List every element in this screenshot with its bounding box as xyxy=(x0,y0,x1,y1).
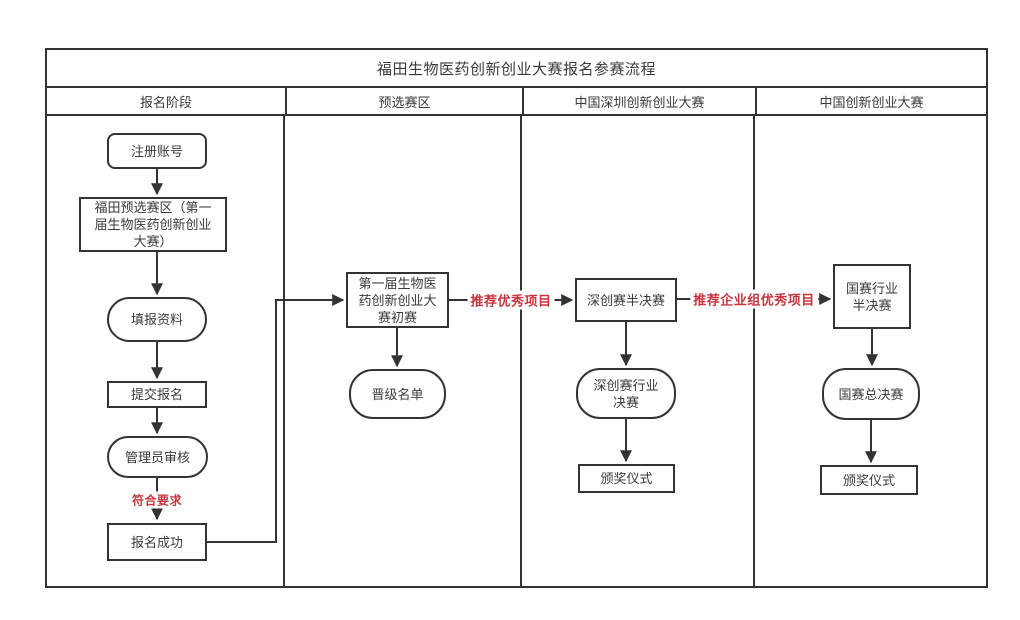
lane-header-shenzhen-competition: 中国深圳创新创业大赛 xyxy=(522,88,755,114)
lane-header-registration: 报名阶段 xyxy=(139,94,192,110)
node-fill-in-info: 填报资料 xyxy=(107,297,207,342)
node-register-account: 注册账号 xyxy=(107,133,207,169)
lane-header-row: 报名阶段 预选赛区 中国深圳创新创业大赛 中国创新创业大赛 xyxy=(47,88,986,116)
node-shenzhen-award-ceremony: 颁奖仪式 xyxy=(578,464,675,493)
lane-header-preliminary-zone: 预选赛区 xyxy=(285,88,522,114)
edge-label-recommend-projects: 推荐优秀项目 xyxy=(467,290,555,310)
node-admin-review: 管理员审核 xyxy=(107,436,208,478)
swimlane-table: 福田生物医药创新创业大赛报名参赛流程 报名阶段 预选赛区 中国深圳创新创业大赛 … xyxy=(45,48,988,588)
lane-divider-2 xyxy=(520,116,522,586)
node-national-award-ceremony: 颁奖仪式 xyxy=(820,465,918,495)
diagram-title: 福田生物医药创新创业大赛报名参赛流程 xyxy=(47,50,986,88)
node-shenzhen-semifinal: 深创赛半决赛 xyxy=(575,278,677,322)
lane-divider-3 xyxy=(753,116,755,586)
node-national-grand-final: 国赛总决赛 xyxy=(822,368,920,420)
node-futian-preliminary-zone: 福田预选赛区（第一届生物医药创新创业大赛） xyxy=(79,197,227,252)
node-registration-success: 报名成功 xyxy=(107,523,207,561)
edge-label-recommend-enterprise-projects: 推荐企业组优秀项目 xyxy=(690,289,818,309)
node-promotion-list: 晋级名单 xyxy=(349,369,446,419)
lane-header-china-competition: 中国创新创业大赛 xyxy=(755,88,986,114)
lane-divider-1 xyxy=(283,116,285,586)
node-shenzhen-industry-final: 深创赛行业决赛 xyxy=(576,368,676,419)
node-first-preliminary-round: 第一届生物医药创新创业大赛初赛 xyxy=(346,272,449,328)
node-submit-registration: 提交报名 xyxy=(107,381,207,408)
edge-label-meets-requirements: 符合要求 xyxy=(128,491,186,509)
node-national-industry-semifinal: 国赛行业半决赛 xyxy=(833,264,911,329)
